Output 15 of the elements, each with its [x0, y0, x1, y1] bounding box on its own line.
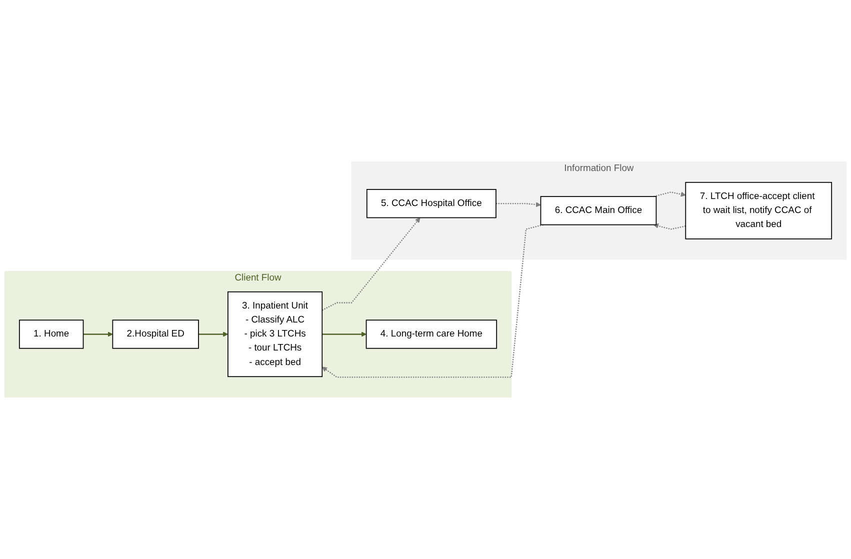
arrow [322, 332, 367, 337]
arrow [496, 202, 541, 208]
node-box: 1. Home [18, 320, 84, 349]
arrow [83, 332, 113, 337]
arrow [322, 217, 420, 311]
arrow [653, 223, 686, 230]
node-box: 6. CCAC Main Office [540, 196, 657, 226]
arrow [322, 224, 544, 378]
node-box: 3. Inpatient Unit - Classify ALC - pick 3 LTCHs - tour LTCHs - accept bed [228, 291, 323, 378]
node-box: 4. Long-term care Home [366, 320, 498, 349]
arrow [654, 192, 686, 198]
node-box: 5. CCAC Hospital Office [366, 189, 496, 218]
node-box: 7. LTCH office-accept client to wait list, notify CCAC of vacant bed [685, 182, 832, 240]
arrow [198, 332, 228, 337]
node-box: 2.Hospital ED [112, 320, 199, 349]
